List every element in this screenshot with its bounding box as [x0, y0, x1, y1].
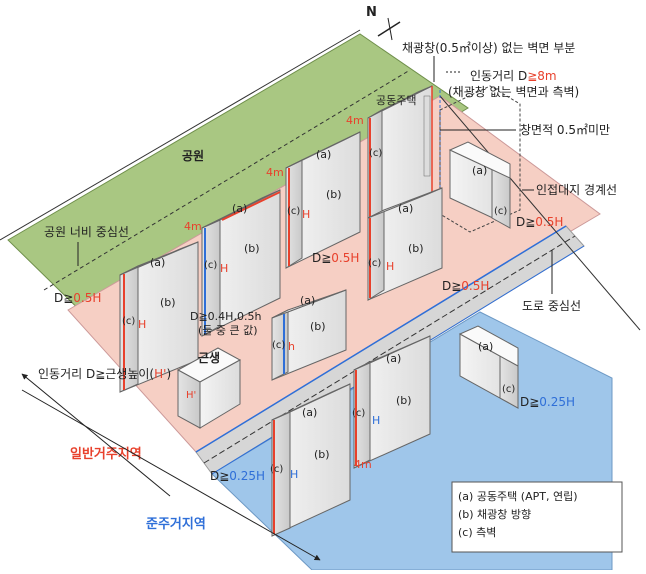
svg-text:(c): (c) — [502, 384, 515, 395]
svg-text:(b): (b) — [408, 242, 424, 255]
svg-text:(a): (a) — [232, 202, 247, 215]
park-label: 공원 — [182, 149, 204, 163]
legend: (a) 공동주택 (APT, 연립) (b) 채광창 방향 (c) 측벽 — [451, 481, 623, 553]
between-buildings-note: (둘 중 큰 값) — [198, 324, 258, 337]
height-labels: H H H H h H H H' — [138, 208, 394, 481]
boundary-d-label: D≧0.5H — [516, 215, 563, 229]
svg-text:(b): (b) — [310, 320, 326, 333]
road-d-label: D≧0.5H — [442, 279, 489, 293]
svg-text:(a): (a) — [398, 202, 413, 215]
semi-residential-label: 준주거지역 — [146, 516, 206, 532]
svg-text:H: H — [220, 262, 228, 275]
face-labels: (a) (b) (c) (a) (b) (c) (a) (b) (c) (c) … — [122, 148, 515, 475]
legend-item-c: (c) 측벽 — [458, 526, 496, 539]
distance-8m-line2: (채광창 없는 벽면과 측벽) — [448, 85, 579, 99]
svg-text:(a): (a) — [300, 294, 315, 307]
no-window-wall-label: 채광창(0.5㎡이상) 없는 벽면 부분 — [402, 41, 575, 55]
park-center-line-label: 공원 너비 중심선 — [44, 225, 129, 239]
north-arrow-icon — [377, 21, 401, 37]
svg-text:H: H — [138, 318, 146, 331]
svg-text:(a): (a) — [386, 352, 401, 365]
park-zone — [7, 33, 469, 331]
building-5 — [448, 141, 511, 229]
svg-text:H': H' — [186, 390, 196, 401]
svg-text:(b): (b) — [160, 296, 176, 309]
svg-text:(c): (c) — [368, 258, 381, 269]
adjacent-boundary-line — [439, 95, 641, 331]
neighborhood-facility — [176, 347, 242, 429]
north-label: N — [366, 5, 377, 20]
park-d-label: D≧0.5H — [54, 291, 101, 305]
neighborhood-facility-label: 근생 — [198, 350, 220, 365]
svg-text:(c): (c) — [287, 206, 300, 217]
svg-text:4m: 4m — [346, 114, 364, 127]
building-1 — [119, 241, 199, 393]
svg-text:(b): (b) — [396, 394, 412, 407]
svg-text:(c): (c) — [369, 148, 382, 159]
general-residential-label: 일반거주지역 — [70, 446, 142, 462]
svg-text:(a): (a) — [472, 164, 487, 177]
svg-text:H: H — [386, 260, 394, 273]
svg-text:4m: 4m — [184, 220, 202, 233]
svg-text:(c): (c) — [204, 260, 217, 271]
svg-text:(b): (b) — [244, 242, 260, 255]
semi-left-d-label: D≧0.25H — [210, 469, 265, 483]
outer-frame-line — [0, 29, 361, 241]
road-center-label: 도로 중심선 — [522, 299, 581, 313]
svg-text:(a): (a) — [478, 340, 493, 353]
svg-text:(b): (b) — [326, 188, 342, 201]
building-3 — [285, 131, 361, 269]
building-10 — [458, 325, 519, 409]
building-7 — [271, 289, 347, 381]
svg-text:(c): (c) — [494, 206, 507, 217]
svg-text:H: H — [302, 208, 310, 221]
svg-text:4m: 4m — [354, 458, 372, 471]
between-buildings-label: D≧0.4H,0.5h — [190, 310, 261, 323]
svg-text:(a): (a) — [302, 406, 317, 419]
setback-labels: 4m 4m 4m 4m — [184, 114, 372, 471]
zone-divider-arrow — [21, 373, 171, 497]
semi-right-d-label: D≧0.25H — [520, 395, 575, 409]
distance-8m-line1: 인동거리 D≧8m — [470, 69, 557, 83]
svg-text:(a): (a) — [316, 148, 331, 161]
svg-text:(c): (c) — [272, 340, 285, 351]
window-area-label: 창면적 0.5㎡미만 — [520, 123, 610, 137]
zone-boundary-blue — [195, 225, 567, 453]
svg-text:4m: 4m — [266, 166, 284, 179]
apartment-label: 공동주택 — [376, 94, 416, 107]
adjacent-boundary-label: 인접대지 경계선 — [536, 183, 617, 197]
north-arrow-tick — [387, 17, 393, 41]
park-center-line — [43, 69, 411, 291]
svg-text:h: h — [288, 340, 295, 353]
neighborhood-distance-label: 인동거리 D≧근생높이(H') — [38, 367, 171, 381]
svg-text:H: H — [290, 468, 298, 481]
legend-item-a: (a) 공동주택 (APT, 연립) — [458, 490, 578, 503]
svg-text:H: H — [372, 414, 380, 427]
svg-text:(a): (a) — [150, 256, 165, 269]
mid-d-label: D≧0.5H — [312, 251, 359, 265]
building-8 — [271, 383, 351, 537]
road-center-line — [203, 235, 576, 464]
svg-text:(c): (c) — [270, 464, 283, 475]
legend-item-b: (b) 채광창 방향 — [458, 508, 531, 521]
svg-text:(c): (c) — [352, 408, 365, 419]
building-6 — [367, 187, 443, 301]
building-2 — [201, 189, 281, 337]
svg-text:(c): (c) — [122, 316, 135, 327]
zone-divider-arrow-2 — [21, 389, 321, 561]
building-9 — [353, 335, 431, 469]
svg-text:(b): (b) — [314, 448, 330, 461]
